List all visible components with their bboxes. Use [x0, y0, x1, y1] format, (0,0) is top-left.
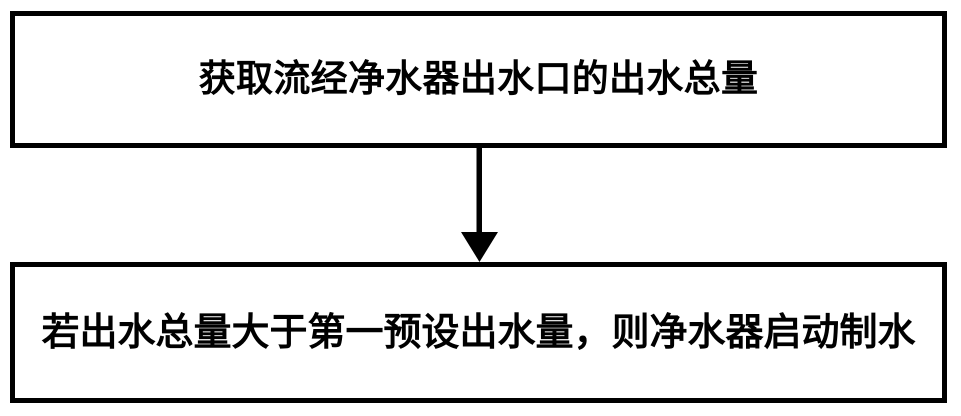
flowchart-node-step-2-label: 若出水总量大于第一预设出水量，则净水器启动制水: [41, 309, 916, 354]
flowchart-node-step-1: 获取流经净水器出水口的出水总量: [10, 11, 947, 148]
flowchart-node-step-1-label: 获取流经净水器出水口的出水总量: [198, 57, 759, 101]
flowchart-node-step-2: 若出水总量大于第一预设出水量，则净水器启动制水: [10, 262, 947, 403]
flowchart-connector-arrow-down: [455, 143, 511, 265]
arrow-down-icon: [461, 143, 498, 262]
